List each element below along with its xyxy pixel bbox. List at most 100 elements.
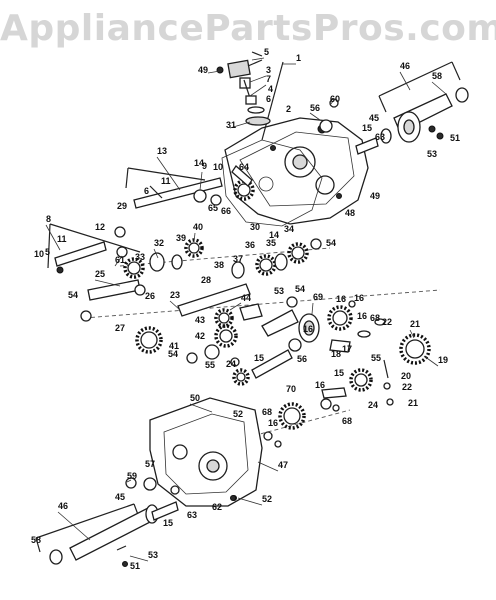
part-callout-33: 33 bbox=[135, 252, 145, 262]
part-callout-44: 44 bbox=[241, 293, 251, 303]
callout-leader-line bbox=[229, 121, 251, 129]
part-callout-10: 10 bbox=[34, 249, 44, 259]
part-callout-55: 55 bbox=[371, 353, 381, 363]
part-callout-23: 23 bbox=[170, 290, 180, 300]
part-callout-49: 49 bbox=[370, 191, 380, 201]
callout-leader-line bbox=[249, 84, 267, 97]
part-callout-37: 37 bbox=[233, 254, 243, 264]
part-callout-38: 38 bbox=[214, 260, 224, 270]
part-callout-68: 68 bbox=[370, 313, 380, 323]
lower-case-half bbox=[149, 397, 263, 507]
part-callout-22: 22 bbox=[402, 382, 412, 392]
lower-left-axle-housing bbox=[35, 477, 236, 567]
part-callout-16: 16 bbox=[336, 294, 346, 304]
part-callout-15: 15 bbox=[334, 368, 344, 378]
part-callout-68: 68 bbox=[262, 407, 272, 417]
part-callout-51: 51 bbox=[130, 561, 140, 571]
part-callout-32: 32 bbox=[154, 238, 164, 248]
callout-leader-line bbox=[199, 171, 203, 191]
part-callout-19: 19 bbox=[438, 355, 448, 365]
part-callout-54: 54 bbox=[168, 349, 178, 359]
part-callout-63: 63 bbox=[187, 510, 197, 520]
part-callout-5: 5 bbox=[264, 47, 269, 57]
part-callout-21: 21 bbox=[408, 398, 418, 408]
part-callout-6: 6 bbox=[266, 94, 271, 104]
part-callout-62: 62 bbox=[212, 502, 222, 512]
part-callout-40: 40 bbox=[193, 222, 203, 232]
shift-rail-group bbox=[47, 165, 255, 274]
callout-leader-line bbox=[126, 479, 132, 483]
callout-leader-line bbox=[114, 255, 123, 267]
part-callout-65: 65 bbox=[208, 203, 218, 213]
part-callout-29: 29 bbox=[117, 201, 127, 211]
callout-leader-line bbox=[423, 355, 439, 367]
part-callout-15: 15 bbox=[163, 518, 173, 528]
part-callout-24: 24 bbox=[226, 359, 236, 369]
lower-output-row bbox=[199, 398, 351, 451]
part-callout-16: 16 bbox=[357, 311, 367, 321]
gasket bbox=[221, 139, 323, 227]
part-callout-21: 21 bbox=[410, 319, 420, 329]
callout-leader-line bbox=[169, 300, 181, 311]
part-callout-47: 47 bbox=[278, 460, 288, 470]
part-callout-64: 64 bbox=[239, 162, 249, 172]
callout-leader-line bbox=[189, 403, 213, 413]
part-callout-46: 46 bbox=[58, 501, 68, 511]
upper-case-half bbox=[224, 117, 369, 225]
part-callout-16: 16 bbox=[315, 380, 325, 390]
part-callout-28: 28 bbox=[201, 275, 211, 285]
part-callout-27: 27 bbox=[115, 323, 125, 333]
callout-leader-line bbox=[229, 302, 242, 311]
part-callout-13: 13 bbox=[157, 146, 167, 156]
callout-leader-line bbox=[329, 99, 335, 106]
callout-leader-line bbox=[129, 555, 149, 562]
part-callout-22: 22 bbox=[382, 317, 392, 327]
callout-leader-line bbox=[156, 156, 181, 191]
callout-leader-line bbox=[409, 329, 415, 339]
part-callout-9: 9 bbox=[202, 161, 207, 171]
part-callout-8: 8 bbox=[46, 214, 51, 224]
shift-lever-assembly bbox=[216, 51, 284, 141]
part-callout-10: 10 bbox=[213, 162, 223, 172]
part-callout-54: 54 bbox=[295, 284, 305, 294]
part-callout-63: 63 bbox=[375, 132, 385, 142]
part-callout-51: 51 bbox=[450, 133, 460, 143]
part-callout-50: 50 bbox=[190, 393, 200, 403]
callout-leader-line bbox=[309, 112, 321, 121]
callout-leader-line bbox=[207, 70, 221, 74]
part-callout-17: 17 bbox=[342, 344, 352, 354]
middle-shaft-row-1 bbox=[119, 238, 331, 279]
part-callout-25: 25 bbox=[95, 269, 105, 279]
callout-leader-line bbox=[249, 75, 267, 83]
part-callout-24: 24 bbox=[368, 400, 378, 410]
callout-leader-line bbox=[45, 224, 61, 251]
part-callout-3: 3 bbox=[266, 65, 271, 75]
part-callout-41: 41 bbox=[169, 341, 179, 351]
callout-leader-line bbox=[237, 497, 263, 506]
part-callout-57: 57 bbox=[145, 459, 155, 469]
part-callout-48: 48 bbox=[345, 208, 355, 218]
part-callout-11: 11 bbox=[161, 176, 171, 186]
part-callout-16: 16 bbox=[354, 293, 364, 303]
part-callout-52: 52 bbox=[262, 494, 272, 504]
part-callout-52: 52 bbox=[233, 409, 243, 419]
part-callout-56: 56 bbox=[297, 354, 307, 364]
part-callout-2: 2 bbox=[286, 104, 291, 114]
part-callout-36: 36 bbox=[245, 240, 255, 250]
middle-shaft-row-3 bbox=[186, 318, 431, 406]
part-callout-6: 6 bbox=[144, 186, 149, 196]
part-callout-45: 45 bbox=[115, 492, 125, 502]
part-callout-4: 4 bbox=[268, 84, 273, 94]
part-callout-45: 45 bbox=[369, 113, 379, 123]
callout-leader-line bbox=[251, 57, 265, 61]
part-callout-46: 46 bbox=[400, 61, 410, 71]
part-callout-58: 58 bbox=[31, 535, 41, 545]
part-callout-39: 39 bbox=[176, 233, 186, 243]
callout-leader-line bbox=[57, 511, 91, 541]
part-callout-18: 18 bbox=[331, 349, 341, 359]
part-callout-5: 5 bbox=[45, 247, 50, 257]
part-callout-49: 49 bbox=[198, 65, 208, 75]
part-callout-31: 31 bbox=[226, 120, 236, 130]
